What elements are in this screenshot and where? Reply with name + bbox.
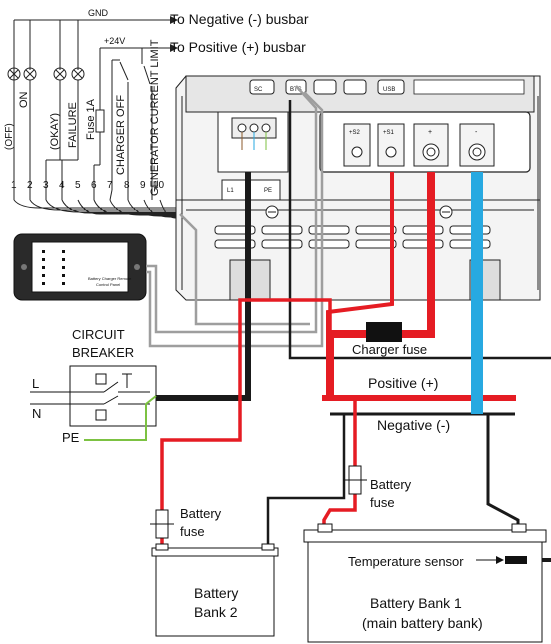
charger-fuse [366, 322, 402, 342]
arrow-icon [170, 44, 178, 52]
terminal-number: 7 [107, 180, 113, 191]
breaker-pe-label: PE [62, 430, 80, 445]
ac-terminal-pe: PE [264, 188, 272, 194]
battery-charger: L1 PE SC BTS USB +S2 +S1 [175, 75, 541, 301]
port-sc-label: SC [254, 87, 263, 93]
relay-label-on: ON [18, 91, 30, 108]
remote-panel-caption: Battery Charger Remote [88, 276, 132, 281]
circuit-breaker-title: CIRCUIT [72, 327, 125, 342]
port-bts-label: BTS [290, 87, 302, 93]
battery-fuse-left [150, 509, 174, 539]
battery-bank-1-label: (main battery bank) [362, 615, 483, 631]
battery-fuse-left-label: fuse [180, 524, 205, 539]
terminal-number: 3 [43, 180, 49, 191]
battery-fuse-left-label: Battery [180, 506, 222, 521]
to-negative-busbar-label: To Negative (-) busbar [170, 11, 309, 27]
relay-label-okay: (OKAY) [49, 113, 61, 150]
breaker-n-label: N [32, 406, 41, 421]
battery-bank-2 [151, 543, 279, 637]
pe-wire [84, 395, 157, 441]
terminal-number: 8 [124, 180, 130, 191]
terminal-number: 10 [153, 180, 165, 191]
gnd-label: GND [88, 8, 109, 18]
terminal-number: 1 [11, 180, 17, 191]
dc-terminal-label: +S1 [383, 130, 395, 136]
remote-control-panel: Battery Charger Remote Control Panel [13, 233, 147, 301]
ac-terminal-l1: L1 [227, 188, 234, 194]
port-usb-label: USB [383, 87, 395, 93]
plus24v-label: +24V [104, 36, 125, 46]
terminal-number: 5 [75, 180, 81, 191]
relay-label-generator-limit: GENERATOR CURRENT LIMIT [149, 39, 161, 196]
signal-terminal-strip [413, 79, 525, 95]
dc-terminal-label: +S2 [349, 130, 361, 136]
to-positive-busbar-label: To Positive (+) busbar [170, 39, 306, 55]
battery-bank-2-label: Battery [194, 585, 238, 601]
grey-cables [146, 85, 324, 348]
circuit-breaker [30, 365, 157, 427]
positive-busbar-label: Positive (+) [368, 375, 438, 391]
relay-label-off: (OFF) [4, 123, 15, 150]
charger-fuse-label: Charger fuse [352, 342, 427, 357]
relay-wiring [7, 19, 180, 219]
battery-bank-1-label: Battery Bank 1 [370, 595, 462, 611]
battery-bank-2-label: Bank 2 [194, 604, 238, 620]
arrow-icon [170, 16, 178, 24]
remote-panel-caption: Control Panel [96, 282, 120, 287]
comm-ports [249, 79, 405, 95]
terminal-number: 2 [27, 180, 33, 191]
terminal-number: 4 [59, 180, 65, 191]
arrow-icon [496, 556, 504, 564]
relay-label-charger-off: CHARGER OFF [115, 95, 127, 175]
battery-fuse-right-label: Battery [370, 477, 412, 492]
battery-bank-1 [303, 523, 547, 643]
dc-terminals [343, 123, 495, 167]
breaker-l-label: L [32, 376, 39, 391]
negative-busbar-label: Negative (-) [377, 417, 450, 433]
relay-label-failure: FAILURE [67, 102, 79, 148]
temperature-sensor-label: Temperature sensor [348, 554, 464, 569]
circuit-breaker-title: BREAKER [72, 345, 134, 360]
terminal-number: 9 [140, 180, 146, 191]
terminal-numbers: 1 2 3 4 5 6 7 8 9 10 [11, 180, 165, 191]
temperature-sensor [505, 556, 527, 564]
relay-label-fuse: Fuse 1A [85, 98, 97, 140]
battery-fuse-right [343, 465, 367, 495]
terminal-number: 6 [91, 180, 97, 191]
dc-terminal-label: + [428, 129, 432, 136]
dc-terminal-label: - [475, 129, 478, 136]
battery-fuse-right-label: fuse [370, 495, 395, 510]
